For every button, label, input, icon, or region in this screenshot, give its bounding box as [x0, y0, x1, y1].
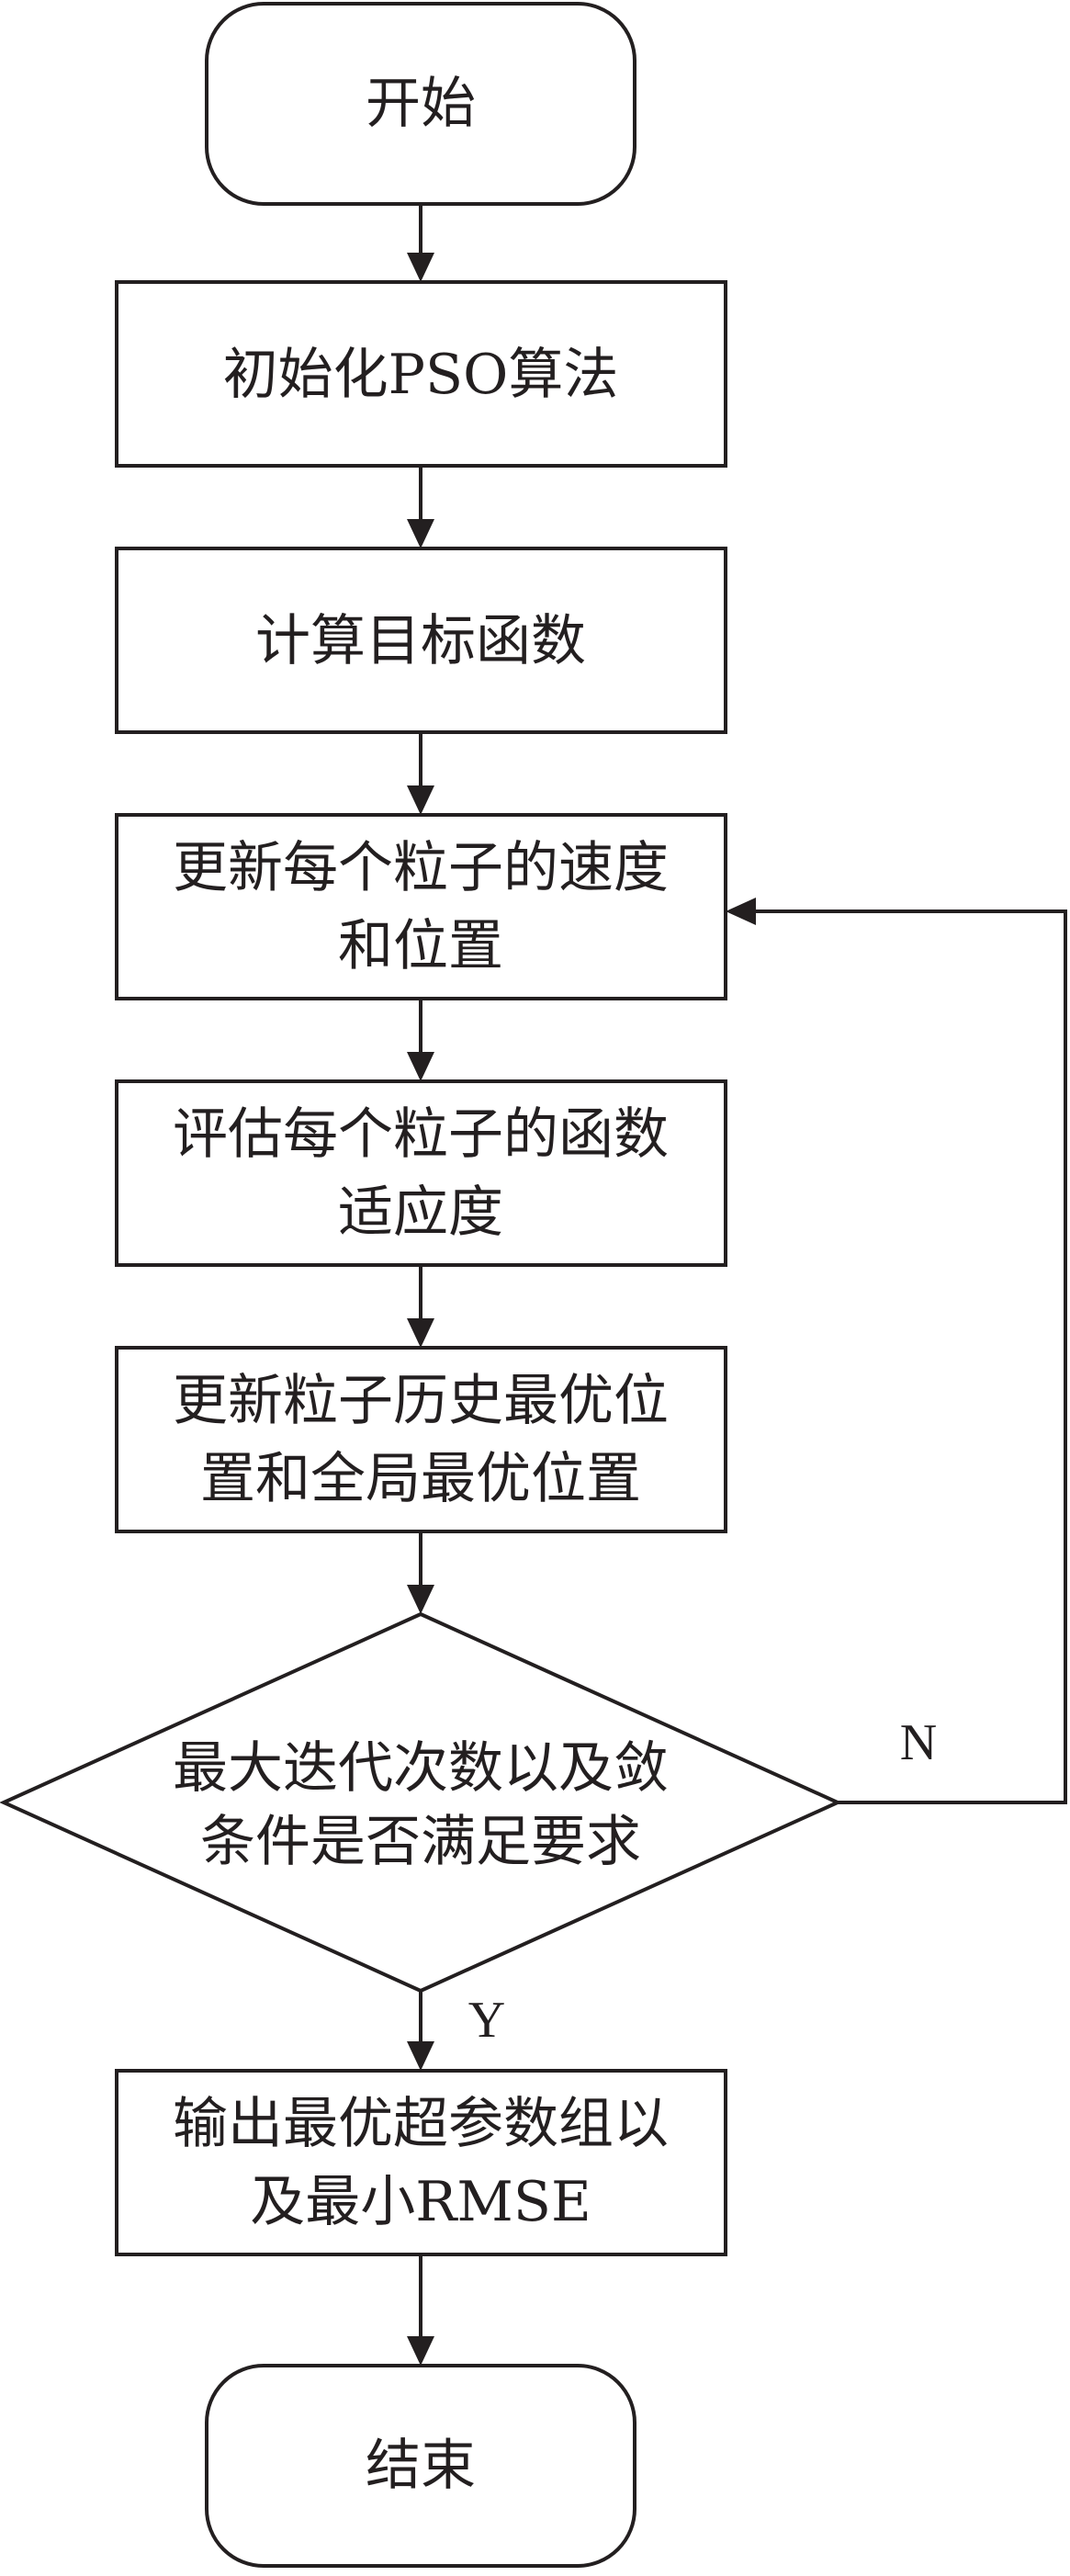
condition-label-line-1: 最大迭代次数以及敛: [173, 1736, 669, 1801]
update-best-node: 更新粒子历史最优位 置和全局最优位置: [115, 1346, 727, 1533]
evaluate-fitness-label-line-1: 评估每个粒子的函数: [173, 1102, 669, 1167]
no-branch-label: N: [900, 1714, 937, 1771]
connector-init-to-objective: [407, 466, 434, 548]
update-best-label-line-2: 置和全局最优位置: [200, 1447, 641, 1511]
update-velocity-node: 更新每个粒子的速度 和位置: [115, 813, 727, 1000]
connector-evaluate-to-update-best: [407, 1265, 434, 1348]
output-node: 输出最优超参数组以 及最小RMSE: [115, 2069, 727, 2256]
start-node: 开始: [205, 2, 636, 206]
connector-update-velocity-to-evaluate: [407, 999, 434, 1081]
objective-node: 计算目标函数: [115, 547, 727, 734]
connector-output-to-end: [407, 2254, 434, 2366]
connector-objective-to-update-velocity: [407, 732, 434, 815]
yes-branch-label: Y: [468, 1992, 505, 2049]
update-velocity-label-line-1: 更新每个粒子的速度: [173, 836, 669, 900]
output-label-line-1: 输出最优超参数组以: [173, 2092, 669, 2156]
objective-label: 计算目标函数: [255, 609, 586, 673]
end-node: 结束: [205, 2364, 636, 2568]
connector-update-best-to-condition: [407, 1531, 434, 1614]
connector-loop-back-no: [726, 898, 1067, 1804]
update-best-label-line-1: 更新粒子历史最优位: [173, 1369, 669, 1433]
connector-condition-to-output: [407, 1991, 434, 2071]
evaluate-fitness-label-line-2: 适应度: [338, 1181, 503, 1245]
init-pso-node: 初始化PSO算法: [115, 280, 727, 468]
condition-label-line-2: 条件是否满足要求: [200, 1810, 641, 1874]
evaluate-fitness-node: 评估每个粒子的函数 适应度: [115, 1079, 727, 1267]
start-label: 开始: [366, 72, 476, 136]
connector-start-to-init: [407, 204, 434, 282]
update-velocity-label-line-2: 和位置: [338, 914, 503, 978]
init-pso-label: 初始化PSO算法: [223, 343, 619, 407]
condition-decision-node: 最大迭代次数以及敛 条件是否满足要求: [0, 1611, 842, 1994]
output-label-line-2: 及最小RMSE: [250, 2170, 591, 2234]
end-label: 结束: [366, 2434, 476, 2498]
